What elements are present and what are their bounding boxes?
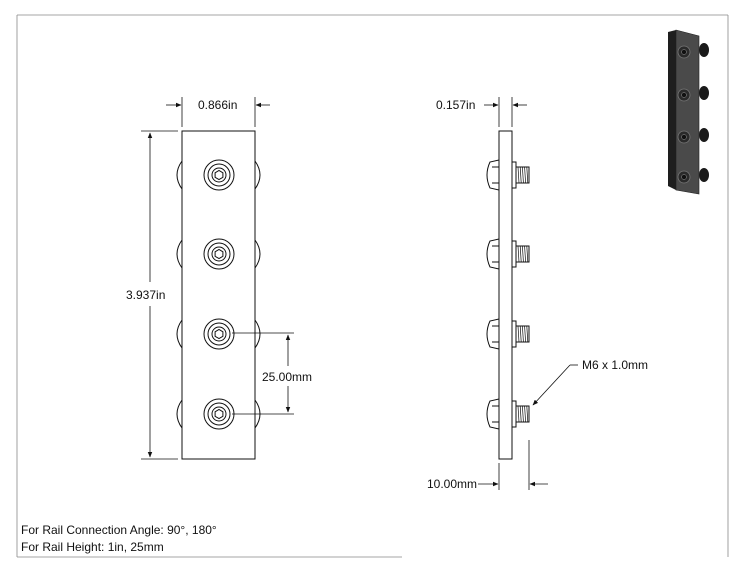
iso-screw bbox=[677, 168, 709, 184]
iso-screw bbox=[677, 86, 709, 102]
thread-line bbox=[517, 405, 520, 423]
iso-screw-back bbox=[699, 128, 709, 142]
front-holes bbox=[203, 159, 235, 430]
thread-line bbox=[524, 325, 526, 343]
side-threaded-ends bbox=[511, 161, 530, 428]
thread-line bbox=[519, 405, 522, 423]
drawing-border bbox=[16, 14, 729, 558]
thread-line bbox=[517, 245, 520, 263]
iso-screw-back bbox=[699, 86, 709, 100]
dim-plate-thickness-label: 0.157in bbox=[436, 98, 475, 112]
thread-line bbox=[522, 166, 524, 184]
thread-line bbox=[522, 325, 524, 343]
note-rail-height: For Rail Height: 1in, 25mm bbox=[21, 540, 164, 554]
iso-screw bbox=[677, 43, 709, 59]
hex-socket bbox=[214, 248, 224, 260]
thread-line bbox=[519, 325, 522, 343]
dim-hole-spacing bbox=[232, 332, 294, 415]
hole-counterbore bbox=[207, 322, 231, 346]
dim-screw-length-label: 10.00mm bbox=[427, 477, 477, 491]
side-plate bbox=[498, 130, 513, 460]
dim-plate-thickness bbox=[484, 97, 527, 127]
hex-socket bbox=[214, 328, 224, 340]
hole-counterbore bbox=[207, 163, 231, 187]
front-hole bbox=[203, 318, 235, 350]
side-nut bbox=[511, 320, 517, 348]
dim-plate-height bbox=[141, 130, 178, 460]
thread-callout-leader bbox=[532, 364, 578, 406]
side-nut bbox=[511, 400, 517, 428]
iso-socket bbox=[681, 134, 687, 140]
thread-line bbox=[522, 405, 524, 423]
thread-line bbox=[519, 245, 522, 263]
side-screw-head bbox=[486, 159, 500, 191]
thread-line bbox=[524, 405, 526, 423]
front-screw-bump-left bbox=[176, 319, 183, 349]
iso-plate-side bbox=[668, 30, 676, 190]
front-view bbox=[176, 130, 261, 460]
side-screw-head bbox=[486, 238, 500, 270]
thread-callout-label: M6 x 1.0mm bbox=[582, 358, 648, 372]
screw-head bbox=[211, 326, 227, 342]
dim-plate-width bbox=[166, 97, 270, 127]
thread-line bbox=[526, 405, 529, 423]
screw-head bbox=[211, 246, 227, 262]
side-thread bbox=[511, 161, 530, 189]
thread-line bbox=[519, 166, 522, 184]
side-thread bbox=[511, 400, 530, 428]
screw-head bbox=[211, 406, 227, 422]
thread-line bbox=[526, 166, 529, 184]
front-screw-bumps bbox=[176, 160, 261, 429]
iso-screws bbox=[677, 43, 709, 184]
thread-line bbox=[524, 245, 526, 263]
thread-line bbox=[522, 245, 524, 263]
dim-plate-width-label: 0.866in bbox=[198, 98, 237, 112]
hole-counterbore bbox=[207, 402, 231, 426]
thread-line bbox=[524, 166, 526, 184]
side-screw-head bbox=[486, 398, 500, 430]
hole-outer-ring bbox=[203, 318, 235, 350]
front-screw-bump-right bbox=[254, 239, 261, 269]
hex-socket bbox=[214, 169, 224, 181]
iso-screw bbox=[677, 128, 709, 144]
iso-socket bbox=[681, 92, 687, 98]
thread-line bbox=[517, 325, 520, 343]
hole-outer-ring bbox=[203, 159, 235, 191]
dim-screw-length bbox=[478, 440, 548, 490]
side-view bbox=[486, 130, 530, 460]
thread-line bbox=[517, 166, 520, 184]
thread-line bbox=[526, 325, 529, 343]
front-screw-bump-right bbox=[254, 319, 261, 349]
iso-socket bbox=[681, 174, 687, 180]
iso-plate-face bbox=[675, 29, 700, 195]
side-screw-head bbox=[486, 318, 500, 350]
front-screw-bump-left bbox=[176, 399, 183, 429]
side-thread bbox=[511, 320, 530, 348]
note-connection-angle: For Rail Connection Angle: 90°, 180° bbox=[21, 523, 217, 537]
dim-plate-height-label: 3.937in bbox=[126, 288, 165, 302]
front-hole bbox=[203, 398, 235, 430]
front-hole bbox=[203, 159, 235, 191]
side-nut bbox=[511, 240, 517, 268]
thread-line bbox=[526, 245, 529, 263]
hole-outer-ring bbox=[203, 238, 235, 270]
side-thread bbox=[511, 240, 530, 268]
front-hole bbox=[203, 238, 235, 270]
iso-screw-back bbox=[699, 168, 709, 182]
front-screw-bump-right bbox=[254, 160, 261, 190]
screw-head bbox=[211, 167, 227, 183]
front-screw-bump-left bbox=[176, 160, 183, 190]
front-screw-bump-left bbox=[176, 239, 183, 269]
iso-screw-back bbox=[699, 43, 709, 57]
side-screw-heads bbox=[486, 159, 500, 430]
side-nut bbox=[511, 161, 517, 189]
isometric-view bbox=[668, 29, 709, 195]
dim-hole-spacing-label: 25.00mm bbox=[262, 370, 312, 384]
hole-counterbore bbox=[207, 242, 231, 266]
iso-socket bbox=[681, 49, 687, 55]
hex-socket bbox=[214, 408, 224, 420]
